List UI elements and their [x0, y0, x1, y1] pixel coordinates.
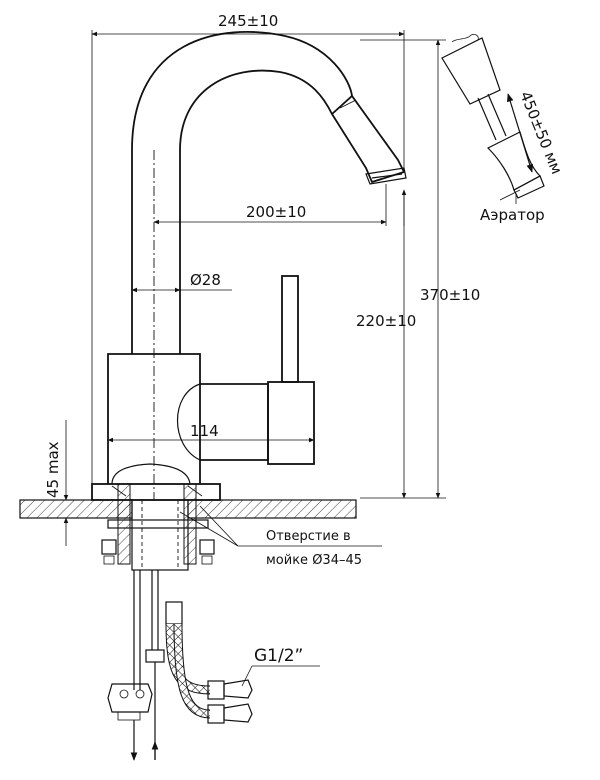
- sink-countertop: [19, 499, 357, 519]
- supply-hoses: [107, 570, 253, 761]
- dim-hose-length: 450±50 мм: [516, 89, 566, 177]
- dim-body-diameter: Ø28: [190, 271, 221, 289]
- mounting-hardware: [101, 483, 215, 571]
- dim-body-length: 114: [190, 422, 219, 440]
- dim-spout-reach: 200±10: [246, 203, 306, 221]
- faucet-body: [91, 31, 407, 501]
- aerator-label: Аэратор: [480, 206, 545, 224]
- dimension-lines: [56, 30, 517, 687]
- thread-size-label: G1/2”: [254, 646, 303, 666]
- dim-mount-thickness: 45 max: [44, 441, 62, 498]
- dim-total-height: 370±10: [420, 286, 480, 304]
- aerator-detail: [441, 33, 545, 201]
- dim-overall-width: 245±10: [218, 12, 278, 30]
- sink-hole-label-line1: Отверстие в: [266, 529, 351, 544]
- sink-hole-label-line2: мойке Ø34–45: [266, 553, 362, 568]
- dim-spout-height: 220±10: [356, 312, 416, 330]
